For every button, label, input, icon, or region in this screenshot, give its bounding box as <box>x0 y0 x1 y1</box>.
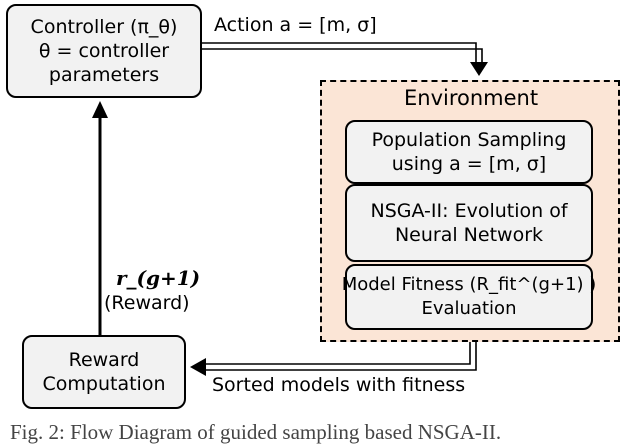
fitness-line1: Model Fitness (R_fit^(g+1) ) <box>341 274 597 295</box>
reward-computation-box: Reward Computation <box>22 335 186 409</box>
controller-line1: Controller (π_θ) <box>30 16 178 38</box>
model-fitness-box: Model Fitness (R_fit^(g+1) ) Evaluation <box>342 264 596 330</box>
sampling-line2: using a = [m, σ] <box>391 153 547 175</box>
nsga-line2: Neural Network <box>394 224 544 246</box>
fitness-line2: Evaluation <box>421 298 517 319</box>
reward-line2: Computation <box>42 373 166 395</box>
reward-arrowhead <box>92 101 108 118</box>
figure-caption: Fig. 2: Flow Diagram of guided sampling … <box>10 420 502 444</box>
action-arrow <box>202 42 483 62</box>
action-label: Action a = [m, σ] <box>214 14 377 36</box>
sorted-models-label: Sorted models with fitness <box>212 374 466 396</box>
controller-line3: parameters <box>48 64 160 86</box>
sampling-line1: Population Sampling <box>371 129 567 151</box>
environment-title: Environment <box>404 86 539 110</box>
population-sampling-box: Population Sampling using a = [m, σ] <box>345 120 593 184</box>
reward-symbol: r_(g+1) <box>116 266 201 290</box>
reward-text: (Reward) <box>104 292 190 314</box>
controller-line2: θ = controller <box>38 40 170 62</box>
sorted-models-arrowhead <box>190 358 206 376</box>
sorted-models-arrow <box>206 342 477 371</box>
nsga-box: NSGA-II: Evolution of Neural Network <box>345 184 593 262</box>
controller-box: Controller (π_θ) θ = controller paramete… <box>6 4 202 98</box>
action-arrowhead <box>470 62 488 76</box>
nsga-line1: NSGA-II: Evolution of <box>370 200 568 222</box>
reward-line1: Reward <box>68 349 140 371</box>
